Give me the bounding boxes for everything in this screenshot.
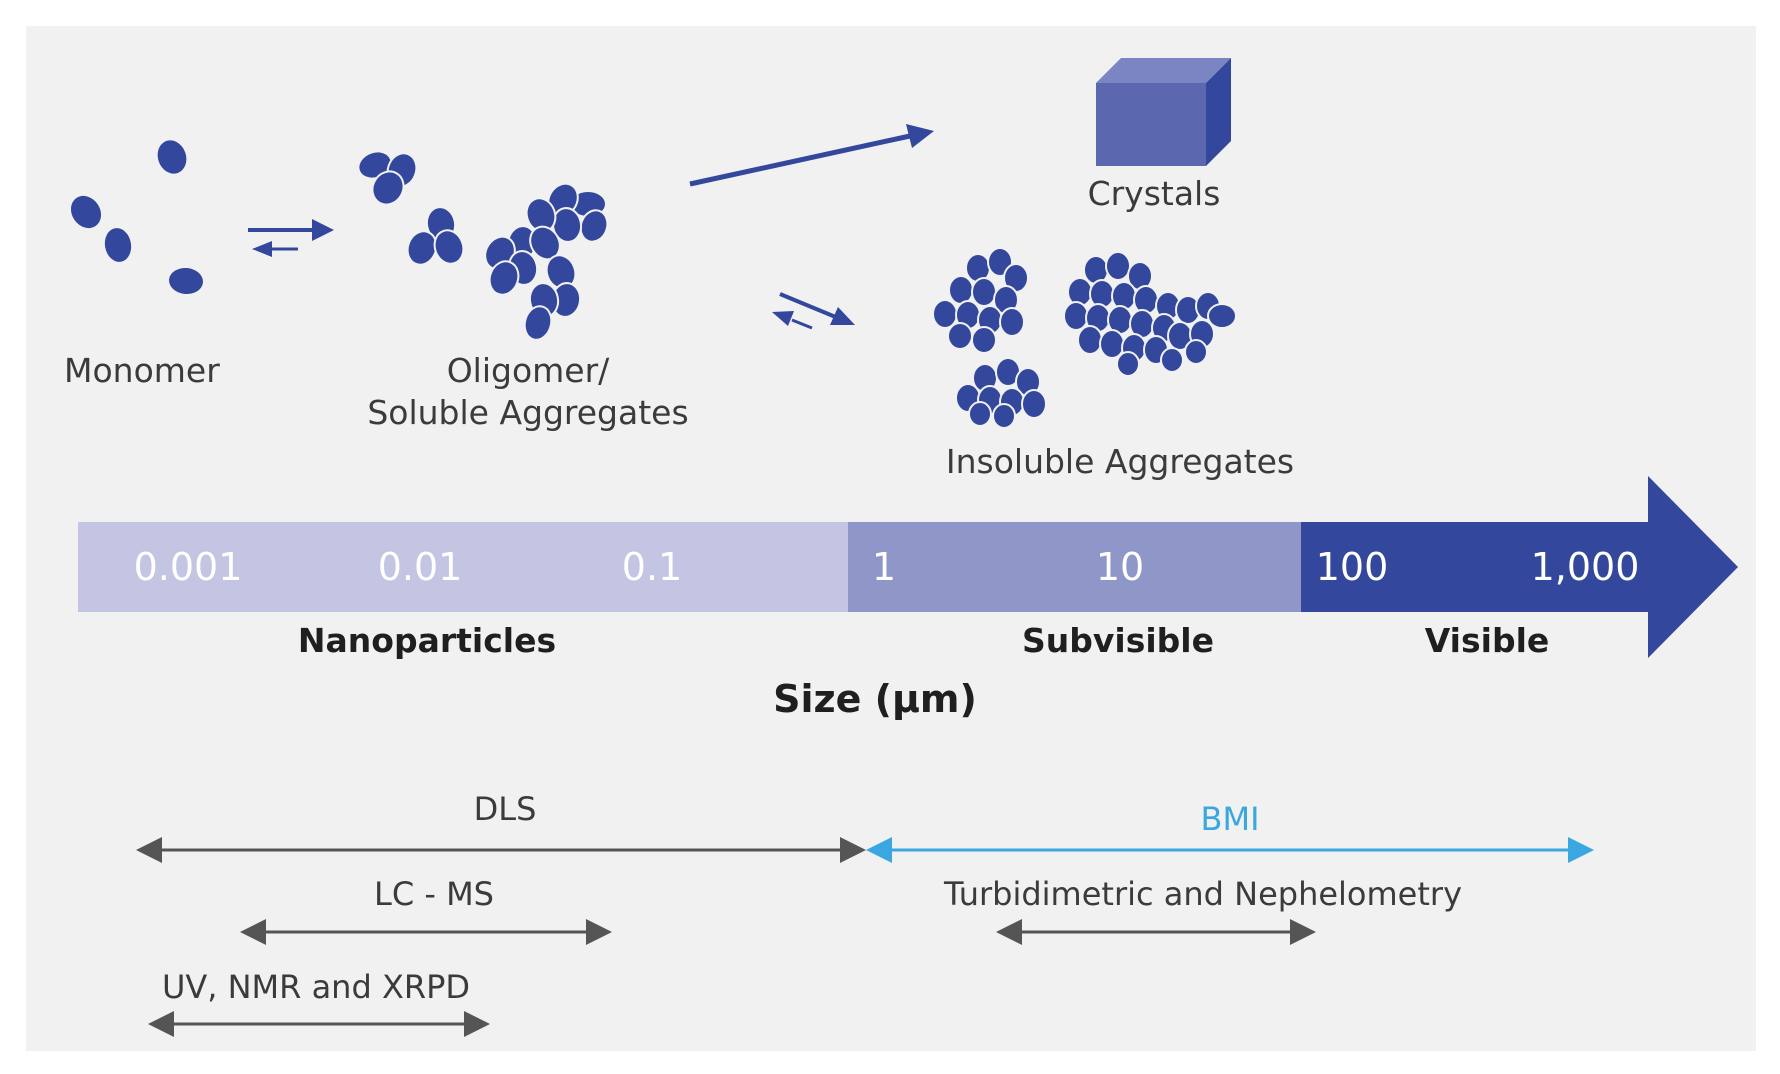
tick-label: 0.001 [134, 545, 243, 589]
crystal-cube-icon [1096, 58, 1231, 166]
oligomer-label-line1: Oligomer/ [447, 351, 610, 390]
tick-label: 0.1 [622, 545, 682, 589]
region-label-nanoparticles: Nanoparticles [298, 621, 556, 660]
range-arrow-turbidimetric [996, 919, 1316, 945]
monomer-label: Monomer [64, 351, 220, 390]
technique-label-bmi: BMI [1201, 800, 1260, 838]
range-arrow-uv-nmr-xrpd [148, 1011, 490, 1037]
monomer-particles [70, 140, 203, 295]
scale-tick-labels: 0.001 0.01 0.1 1 10 100 1,000 [134, 545, 1640, 589]
scale-segment-subvisible [848, 522, 1301, 612]
axis-title: Size (µm) [773, 677, 977, 721]
range-arrow-lcms [240, 919, 612, 945]
tick-label: 1,000 [1531, 545, 1640, 589]
to-crystals-arrow-icon [689, 124, 934, 187]
range-arrow-dls [136, 837, 866, 863]
oligomer-label-line2: Soluble Aggregates [367, 393, 688, 432]
region-label-subvisible: Subvisible [1022, 621, 1214, 660]
tick-label: 0.01 [378, 545, 463, 589]
oligomer-particles [357, 150, 609, 341]
technique-label-lcms: LC - MS [374, 875, 494, 913]
technique-label-turbidimetric: Turbidimetric and Nephelometry [943, 875, 1462, 913]
region-label-visible: Visible [1425, 621, 1550, 660]
equilibrium-arrows-2-icon [772, 292, 855, 330]
tick-label: 100 [1316, 545, 1389, 589]
tick-label: 10 [1096, 545, 1144, 589]
tick-label: 1 [872, 545, 896, 589]
insoluble-aggregate-clusters [932, 247, 1237, 429]
size-scale-bar [78, 476, 1738, 658]
insoluble-aggregates-label: Insoluble Aggregates [946, 442, 1294, 481]
technique-label-uv-nmr-xrpd: UV, NMR and XRPD [162, 968, 470, 1006]
scale-segment-nanoparticles [78, 522, 848, 612]
scale-segment-visible-arrow [1301, 476, 1738, 658]
equilibrium-arrows-icon [248, 219, 334, 257]
crystals-label: Crystals [1088, 174, 1221, 213]
technique-label-dls: DLS [474, 790, 537, 828]
range-arrow-bmi [866, 837, 1594, 863]
